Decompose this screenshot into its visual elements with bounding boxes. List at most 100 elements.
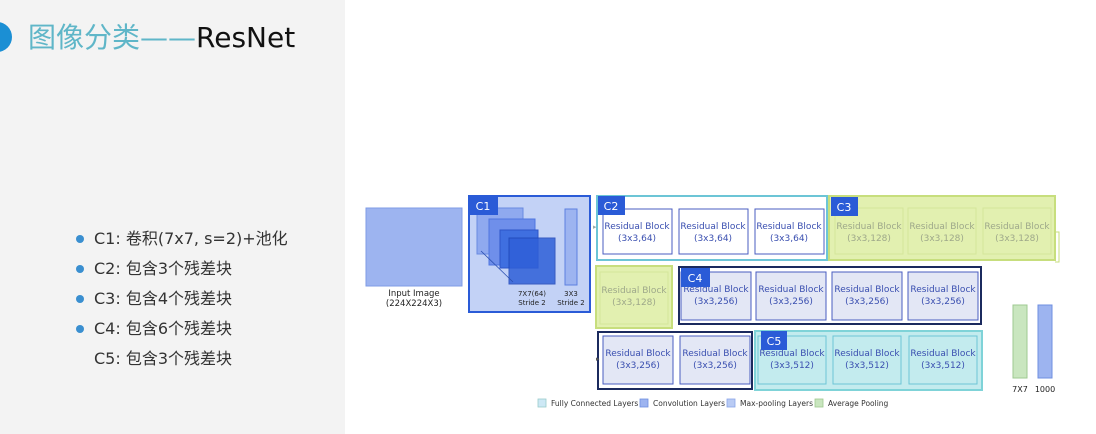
bullet-item: C4: 包含6个残差块 bbox=[76, 316, 288, 346]
c2-block-title: Residual Block bbox=[756, 222, 822, 232]
slide-left-panel: 图像分类——ResNet C1: 卷积(7x7, s=2)+池化 C2: 包含3… bbox=[0, 0, 345, 434]
page-title: 图像分类——ResNet bbox=[28, 20, 295, 56]
c5-block-spec: (3x3,512) bbox=[845, 361, 889, 371]
c3-block-spec: (3x3,128) bbox=[847, 234, 891, 244]
c1-tag-label: C1 bbox=[476, 200, 491, 213]
c1-pool-label: 3X3 bbox=[564, 290, 578, 298]
legend-label: Average Pooling bbox=[828, 399, 889, 408]
bullet-dot-icon bbox=[76, 265, 84, 273]
stage-c1: 7X7(64) Stride 2 3X3 Stride 2 C1 bbox=[468, 195, 591, 313]
c4-block-spec: (3x3,256) bbox=[921, 297, 965, 307]
bullet-text: C2: 包含3个残差块 bbox=[94, 259, 233, 278]
c4-block-title: Residual Block bbox=[834, 285, 900, 295]
title-chinese: 图像分类 bbox=[28, 21, 141, 54]
bullet-text: C4: 包含6个残差块 bbox=[94, 319, 233, 338]
c3-tag-label: C3 bbox=[837, 201, 852, 214]
c3-block-title: Residual Block bbox=[909, 222, 975, 232]
bullet-dot-icon bbox=[76, 325, 84, 333]
fc-label: 1000 bbox=[1035, 385, 1055, 394]
c5-block-spec: (3x3,512) bbox=[921, 361, 965, 371]
c4-block: Residual Block (3x3,256) bbox=[831, 271, 903, 321]
c4-block: Residual Block (3x3,256) bbox=[679, 335, 751, 385]
legend-swatch-avgpool bbox=[814, 398, 824, 408]
title-marker-icon bbox=[0, 22, 12, 52]
c4-block-title: Residual Block bbox=[758, 285, 824, 295]
c1-tag bbox=[469, 196, 498, 215]
avg-pool-label: 7X7 bbox=[1012, 385, 1028, 394]
c3-block-box bbox=[982, 207, 1052, 255]
c4-tag bbox=[681, 268, 710, 287]
stage-c3: Residual Block (3x3,128) Residual Block … bbox=[595, 195, 1056, 329]
c3-block-box bbox=[599, 271, 669, 325]
bullet-text: C5: 包含3个残差块 bbox=[94, 349, 233, 368]
c3-block: Residual Block (3x3,128) bbox=[907, 207, 977, 255]
c4-block-spec: (3x3,256) bbox=[845, 297, 889, 307]
c5-block-title: Residual Block bbox=[759, 349, 825, 359]
c2-block-box bbox=[678, 208, 749, 255]
c3-connector bbox=[1055, 231, 1060, 263]
c3-block-spec: (3x3,128) bbox=[612, 298, 656, 308]
c2-block-title: Residual Block bbox=[604, 222, 670, 232]
c2-block-box bbox=[754, 208, 825, 255]
c4-block-box bbox=[755, 271, 827, 321]
avg-pool-layer bbox=[1012, 304, 1028, 379]
c5-block-title: Residual Block bbox=[834, 349, 900, 359]
c3-block: Residual Block (3x3,128) bbox=[599, 271, 669, 325]
c4-block: Residual Block (3x3,256) bbox=[907, 271, 979, 321]
c4-block-title: Residual Block bbox=[683, 285, 749, 295]
input-image-size: (224X224X3) bbox=[386, 299, 442, 309]
c1-conv-label: 7X7(64) bbox=[518, 290, 546, 298]
stage-c2: Residual Block (3x3,64) Residual Block (… bbox=[596, 195, 828, 261]
c3-block-spec: (3x3,128) bbox=[995, 234, 1039, 244]
c2-block-box bbox=[602, 208, 673, 255]
legend-label: Max-pooling Layers bbox=[740, 399, 813, 408]
c5-block-box bbox=[908, 335, 978, 385]
c4-block: Residual Block (3x3,256) bbox=[755, 271, 827, 321]
c5-block: Residual Block (3x3,512) bbox=[908, 335, 978, 385]
title-dash: —— bbox=[140, 21, 197, 54]
c2-tag-label: C2 bbox=[604, 200, 619, 213]
c4-block-box bbox=[679, 335, 751, 385]
c3-block-title: Residual Block bbox=[601, 286, 667, 296]
c3-block-title: Residual Block bbox=[836, 222, 902, 232]
input-image-label: Input Image bbox=[388, 289, 439, 299]
bullet-text: C1: 卷积(7x7, s=2)+池化 bbox=[94, 229, 288, 248]
c4-block-spec: (3x3,256) bbox=[693, 361, 737, 371]
bullet-item: C5: 包含3个残差块 bbox=[76, 346, 288, 376]
c4-tag-label: C4 bbox=[688, 272, 703, 285]
bullet-list: C1: 卷积(7x7, s=2)+池化 C2: 包含3个残差块 C3: 包含4个… bbox=[76, 226, 288, 376]
c5-block-spec: (3x3,512) bbox=[770, 361, 814, 371]
c1-connector bbox=[480, 250, 514, 283]
c1-conv-layer bbox=[508, 237, 556, 285]
c4-block-title: Residual Block bbox=[682, 349, 748, 359]
c5-tag bbox=[761, 331, 787, 350]
c2-tag bbox=[598, 196, 625, 215]
c2-block-title: Residual Block bbox=[680, 222, 746, 232]
c4-block-spec: (3x3,256) bbox=[616, 361, 660, 371]
bullet-item: C3: 包含4个残差块 bbox=[76, 286, 288, 316]
bullet-item: C2: 包含3个残差块 bbox=[76, 256, 288, 286]
legend-label: Convolution Layers bbox=[653, 399, 725, 408]
title-resnet: ResNet bbox=[196, 21, 296, 54]
c3-block: Residual Block (3x3,128) bbox=[982, 207, 1052, 255]
c5-block-box bbox=[832, 335, 902, 385]
legend-swatch-maxpool bbox=[726, 398, 736, 408]
input-image-box bbox=[365, 207, 463, 287]
c2-block-spec: (3x3,64) bbox=[770, 234, 808, 244]
c4-block: Residual Block (3x3,256) bbox=[602, 335, 674, 385]
c4-block-spec: (3x3,256) bbox=[769, 297, 813, 307]
legend-swatch-conv bbox=[639, 398, 649, 408]
bullet-dot-icon bbox=[76, 235, 84, 243]
c4-block-box bbox=[831, 271, 903, 321]
c2-block-spec: (3x3,64) bbox=[618, 234, 656, 244]
c1-pool-stride: Stride 2 bbox=[557, 299, 584, 307]
c1-maxpool-layer bbox=[564, 208, 578, 286]
c5-block: Residual Block (3x3,512) bbox=[832, 335, 902, 385]
c2-block: Residual Block (3x3,64) bbox=[678, 208, 749, 255]
bullet-text: C3: 包含4个残差块 bbox=[94, 289, 233, 308]
c4-block-title: Residual Block bbox=[605, 349, 671, 359]
flow-arrow-icon: ▸ bbox=[596, 355, 600, 363]
c4-block-box bbox=[907, 271, 979, 321]
bullet-dot-icon bbox=[76, 295, 84, 303]
